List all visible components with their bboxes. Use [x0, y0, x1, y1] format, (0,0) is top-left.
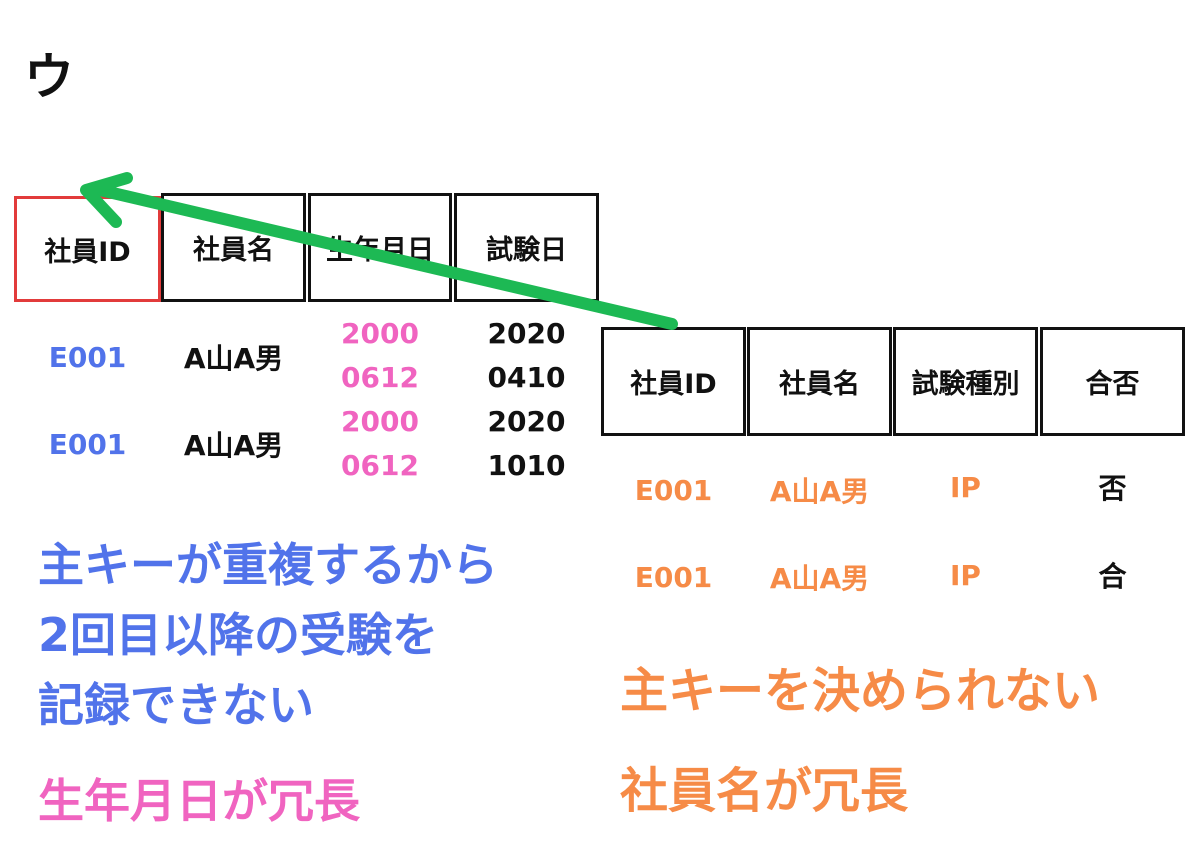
table1-row1-exam-date: 2020 0410 [454, 312, 599, 400]
table1-issue-line1: 主キーが重複するから [38, 538, 498, 592]
table2-row1-employee-id: E001 [634, 473, 713, 507]
table2-redundancy-note: 社員名が冗長 [620, 763, 909, 819]
table1-issue-line3: 記録できない [38, 678, 314, 732]
table1-row1-birth-date: 2000 0612 [308, 312, 452, 400]
table1-row1-employee-id: E001 [48, 340, 127, 374]
table2-row2-exam-type: IP [950, 558, 981, 592]
table1-row1-employee-name: A山A男 [183, 342, 284, 375]
table1-row2-employee-name: A山A男 [183, 429, 284, 462]
table1-row2-exam-monthday: 1010 [487, 449, 566, 482]
table1-row2-birth-year: 2000 [341, 405, 419, 438]
section-label: ウ [24, 48, 74, 106]
table1-row2-exam-year: 2020 [487, 405, 566, 438]
table1-row1-exam-monthday: 0410 [487, 361, 566, 394]
table1-issue-line2: 2回目以降の受験を [38, 608, 439, 662]
table2-header-pass-fail: 合否 [1040, 327, 1185, 436]
table2-header-employee-name: 社員名 [747, 327, 892, 436]
table2-row2-pass-fail: 合 [1098, 560, 1127, 593]
table1-row1-exam-year: 2020 [487, 317, 566, 350]
table2-row1-employee-name: A山A男 [769, 475, 870, 508]
table2-header-exam-type: 試験種別 [893, 327, 1038, 436]
table2-header-employee-id: 社員ID [601, 327, 746, 436]
table1-row1-birth-monthday: 0612 [341, 361, 419, 394]
table1-row2-exam-date: 2020 1010 [454, 400, 599, 488]
table1-redundancy-note: 生年月日が冗長 [38, 774, 360, 828]
table1-header-employee-name: 社員名 [161, 193, 306, 302]
table1-row2-birth-date: 2000 0612 [308, 400, 452, 488]
table2-issue-note: 主キーを決められない [620, 663, 1101, 719]
table1-header-employee-id: 社員ID [14, 196, 161, 302]
table1-row2-birth-monthday: 0612 [341, 449, 419, 482]
table2-row2-employee-id: E001 [634, 560, 713, 594]
table1-row2-employee-id: E001 [48, 427, 127, 461]
table2-row1-exam-type: IP [950, 470, 981, 504]
table2-row2-employee-name: A山A男 [769, 562, 870, 595]
table1-row1-birth-year: 2000 [341, 317, 419, 350]
table2-row1-pass-fail: 否 [1098, 472, 1127, 505]
